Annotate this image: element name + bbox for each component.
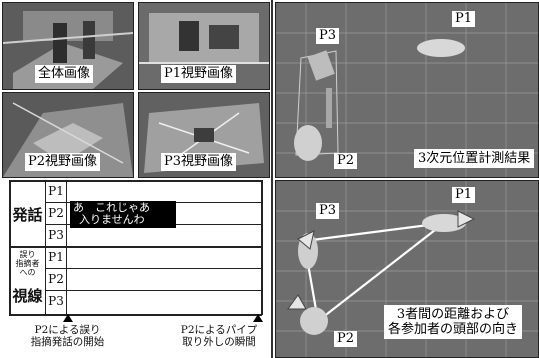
p1-view-label: P1視野画像 <box>161 65 237 83</box>
timeline-table: 発話 誤り 指摘者 への 視線 P1 P2 P3 P1 P2 P3 あ これじゃ… <box>9 180 268 348</box>
p2-view-label: P2視野画像 <box>25 153 101 171</box>
bottom-panel-p1-label: P1 <box>452 187 476 203</box>
speech-row-label-p2: P2 <box>48 206 64 220</box>
head-orientation-panel: P3 P1 P2 3者間の距離および 各参加者の頭部の向き <box>275 180 539 358</box>
p1-view-image: P1視野画像 <box>138 2 270 90</box>
bottom-panel-p2-label: P2 <box>334 331 358 347</box>
start-marker-label: P2による誤り 指摘発話の開始 <box>20 324 115 348</box>
bottom-caption-line: 各参加者の頭部の向き <box>388 322 519 337</box>
top-panel-p1-label: P1 <box>452 11 476 27</box>
row-label-column-divider <box>66 180 67 315</box>
position-measurement-panel: P3 P1 P2 3次元位置計測結果 <box>275 2 539 178</box>
start-marker-line: P2による誤り <box>34 324 101 336</box>
speech-text-line: あ これじゃあ <box>73 201 150 214</box>
gaze-group-label: 視線 <box>12 287 43 305</box>
group-column-divider <box>45 180 46 315</box>
speech-row-label-p1: P1 <box>48 184 64 198</box>
table-bottom-border <box>9 314 262 316</box>
gaze-small-line: 誤り <box>19 250 36 259</box>
p3-view-label: P3視野画像 <box>161 153 237 171</box>
p3-view-image: P3視野画像 <box>138 92 270 178</box>
overall-camera-image: 全体画像 <box>2 2 134 90</box>
gaze-small-line: への <box>19 268 36 277</box>
overall-camera-label: 全体画像 <box>35 65 94 83</box>
end-marker-label: P2によるパイプ 取り外しの瞬間 <box>170 324 268 348</box>
panel-separator <box>271 0 273 358</box>
end-marker-line: P2によるパイプ <box>180 324 258 336</box>
gaze-row-label-p1: P1 <box>48 250 64 264</box>
p2-view-image: P2視野画像 <box>2 92 134 178</box>
gaze-row-label-p2: P2 <box>48 272 64 286</box>
p2-speech-bar: あ これじゃあ 入りませんわ <box>70 201 176 228</box>
gaze-group-small-label: 誤り 指摘者 への <box>10 250 45 277</box>
timeline-markers <box>63 314 263 322</box>
start-marker-line: 指摘発話の開始 <box>30 336 105 348</box>
top-panel-p2-label: P2 <box>334 153 358 169</box>
gaze-small-line: 指摘者 <box>15 259 40 268</box>
bottom-panel-p3-label: P3 <box>316 203 340 219</box>
p2-head-direction-arrow <box>287 294 307 310</box>
bottom-caption-line: 3者間の距離および <box>396 307 510 322</box>
end-marker-triangle <box>253 314 263 322</box>
table-left-border <box>9 180 11 315</box>
group-divider <box>9 246 262 248</box>
p1-head-direction-arrow <box>457 210 476 228</box>
top-panel-p3-label: P3 <box>316 28 340 44</box>
speech-text-line: 入りませんわ <box>79 213 145 226</box>
camera-grid: 全体画像 P1視野画像 P2視野画像 P3視野画像 <box>2 2 270 178</box>
table-top-border <box>9 180 262 182</box>
speech-group-label: 発話 <box>12 206 43 224</box>
row-divider <box>45 290 262 291</box>
speech-row-label-p3: P3 <box>48 228 64 242</box>
table-right-border <box>261 180 263 315</box>
top-panel-caption: 3次元位置計測結果 <box>414 149 535 168</box>
gaze-row-label-p3: P3 <box>48 294 64 308</box>
bottom-panel-caption: 3者間の距離および 各参加者の頭部の向き <box>384 305 523 339</box>
p3-head-direction-arrow <box>297 230 315 250</box>
p1-scene-graphic <box>139 3 269 89</box>
row-divider <box>45 268 262 269</box>
end-marker-line: 取り外しの瞬間 <box>182 336 256 348</box>
start-marker-triangle <box>63 314 73 322</box>
